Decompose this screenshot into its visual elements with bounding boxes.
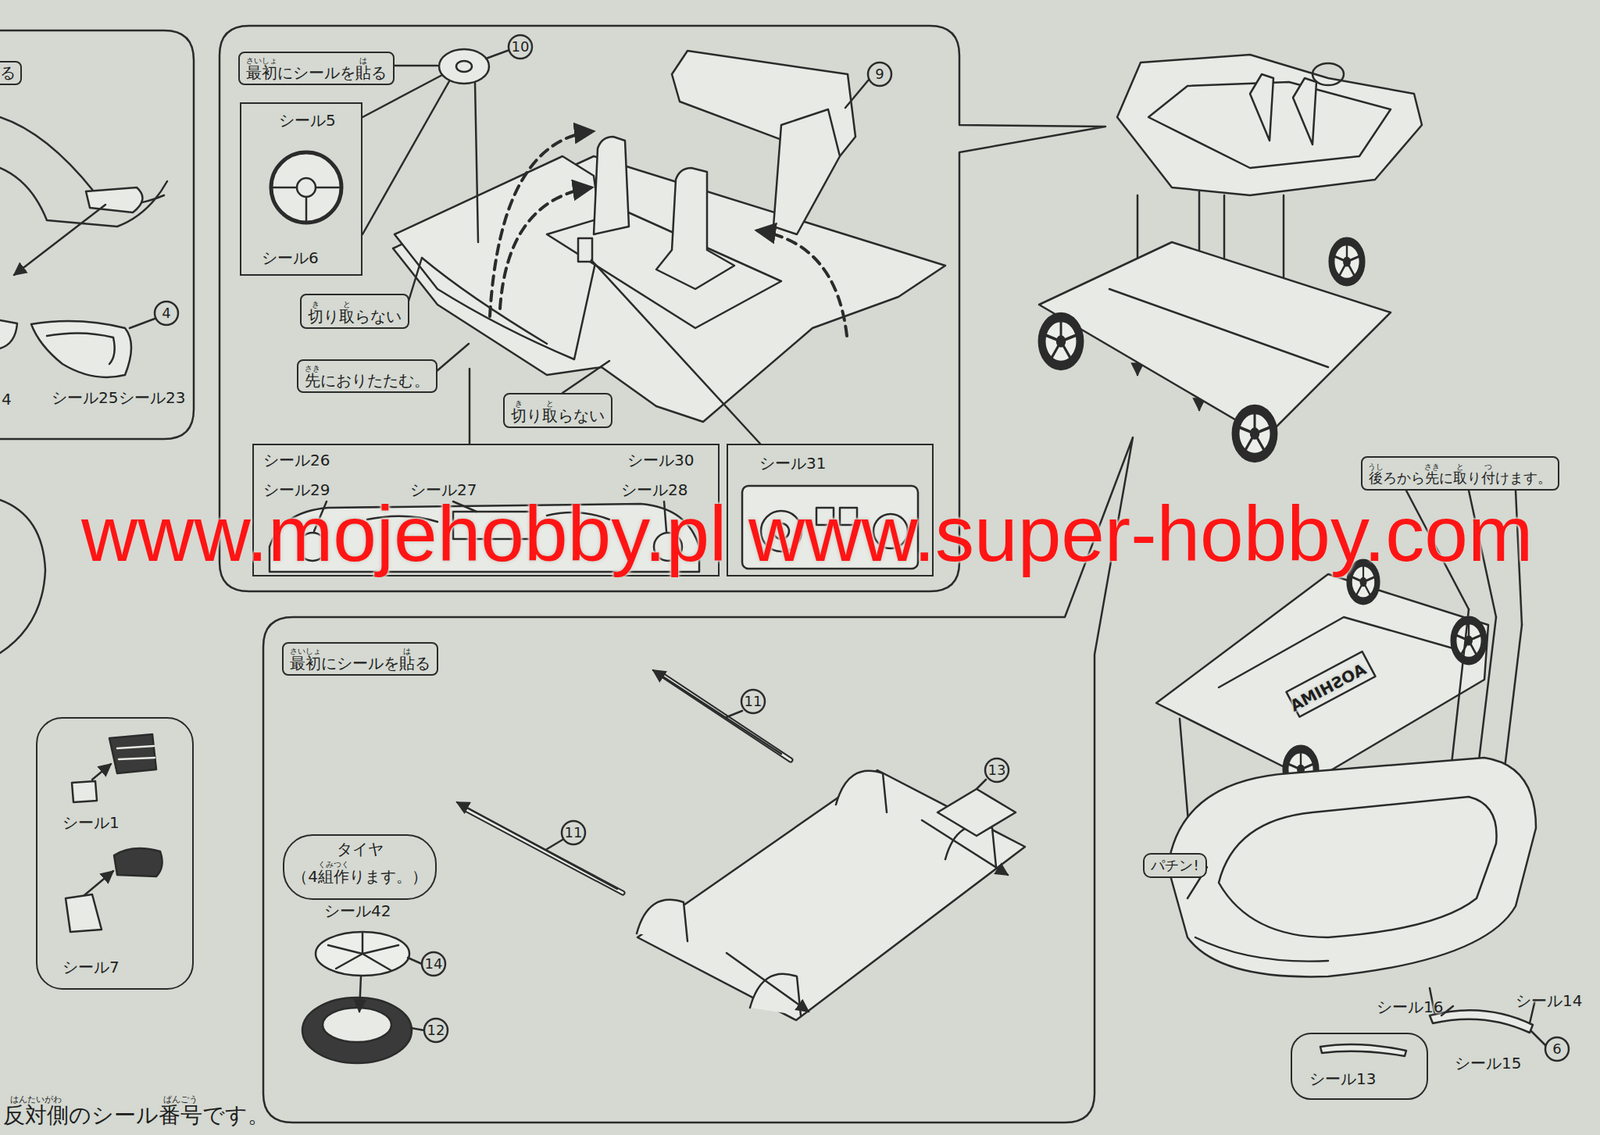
note-box: 切り取らないき と bbox=[503, 392, 613, 429]
furigana: ばんごう bbox=[163, 1095, 198, 1104]
watermark: www.mojehobby.pl www.super-hobby.com bbox=[81, 489, 1533, 579]
furigana: さいしょ bbox=[289, 647, 322, 656]
sticker-label: シール31 bbox=[759, 454, 826, 473]
label-text: （4組作ります。） bbox=[292, 867, 428, 886]
sticker-label: シール42 bbox=[324, 902, 391, 921]
label-text: る bbox=[0, 64, 16, 83]
sticker-label: シール15 bbox=[1454, 1054, 1522, 1073]
note-box: 先におりたたむ。さき bbox=[296, 359, 438, 393]
callout-number: 11 bbox=[744, 693, 763, 711]
callout-number: 12 bbox=[427, 1022, 446, 1040]
sticker-label: シール7 bbox=[62, 958, 120, 977]
sticker-label: シール23 bbox=[118, 389, 186, 408]
tire-note-box: タイヤ （4組作ります。）くみつく bbox=[282, 834, 437, 900]
callout-number: 6 bbox=[1552, 1041, 1561, 1058]
label-text: 切り取らない bbox=[307, 307, 402, 326]
sticker-label: シール14 bbox=[1515, 992, 1583, 1011]
note-box: る bbox=[0, 60, 22, 86]
furigana: さいしょ bbox=[246, 57, 278, 65]
label-text: 最初にシールを貼る bbox=[289, 654, 431, 673]
furigana: さき bbox=[1424, 463, 1440, 472]
label-text: 最初にシールを貼る bbox=[246, 64, 387, 83]
furigana: さき bbox=[304, 364, 321, 373]
note-box: 切り取らないき と bbox=[300, 293, 410, 329]
callout-number: 13 bbox=[988, 762, 1007, 779]
note-box: 最初にシールを貼るさいしょ は bbox=[238, 51, 395, 86]
furigana: つ bbox=[1484, 463, 1493, 472]
note-box: 最初にシールを貼るさいしょ は bbox=[282, 642, 439, 676]
sticker-label: 4 bbox=[1, 390, 12, 409]
callout-number: 9 bbox=[875, 66, 884, 83]
callout-number: 4 bbox=[161, 305, 171, 322]
furigana: つく bbox=[333, 860, 350, 869]
furigana: は bbox=[403, 647, 411, 656]
label-text: タイヤ bbox=[336, 840, 384, 859]
sticker-label: シール25 bbox=[51, 389, 118, 408]
note-box: パチン! bbox=[1142, 853, 1208, 879]
inset-box: シール1 シール7 bbox=[35, 717, 194, 990]
callout-number: 11 bbox=[564, 825, 583, 842]
furigana: と bbox=[1456, 463, 1465, 472]
sticker-label: シール1 bbox=[62, 814, 120, 833]
sticker-label: シール30 bbox=[627, 451, 694, 470]
label-text: パチン! bbox=[1150, 857, 1199, 875]
callout-number: 14 bbox=[425, 956, 443, 973]
label-text: 切り取らない bbox=[510, 407, 605, 425]
sticker-label: シール26 bbox=[263, 451, 330, 470]
callout-number: 10 bbox=[511, 39, 530, 56]
furigana: き bbox=[311, 300, 320, 309]
furigana: はんたいがわ bbox=[10, 1095, 62, 1104]
furigana: と bbox=[342, 300, 351, 309]
furigana: き bbox=[514, 400, 523, 408]
label-text: 先におりたたむ。 bbox=[304, 371, 430, 390]
sticker-label: シール6 bbox=[261, 249, 319, 268]
furigana: くみ bbox=[317, 860, 334, 869]
sticker-label: シール13 bbox=[1309, 1070, 1376, 1089]
note-box: 後ろから先に取り付けます。うし さき と つ bbox=[1360, 456, 1560, 491]
inset-box: シール5 シール6 bbox=[239, 102, 363, 276]
inset-box: シール13 bbox=[1290, 1032, 1429, 1100]
furigana: うし bbox=[1367, 463, 1384, 472]
label-text: 後ろから先に取り付けます。 bbox=[1368, 470, 1552, 487]
furigana: と bbox=[546, 400, 554, 408]
sticker-label: シール16 bbox=[1376, 998, 1443, 1017]
furigana: は bbox=[359, 57, 368, 65]
note-text: 反対側のシール番号です。 bbox=[3, 1103, 270, 1129]
sticker-label: シール5 bbox=[278, 111, 336, 130]
